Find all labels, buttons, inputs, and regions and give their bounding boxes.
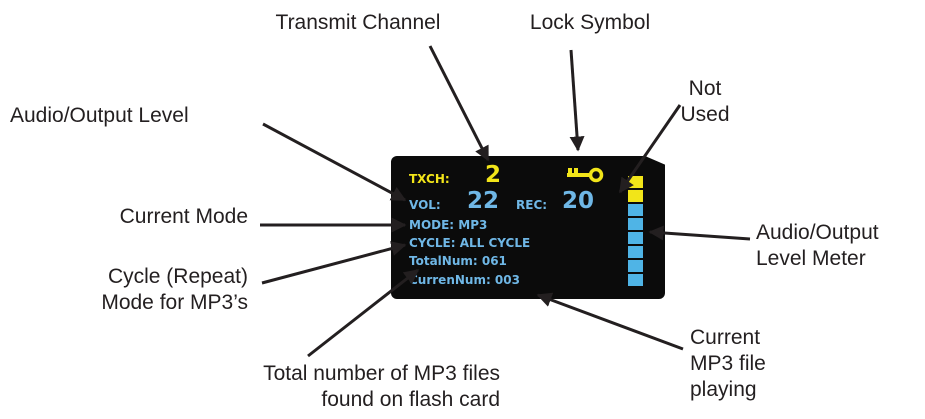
- callout-text: Current: [690, 326, 761, 349]
- arrow-transmit-channel: [428, 45, 490, 162]
- level-meter-segment: [628, 218, 643, 230]
- vol-label: VOL:: [409, 198, 441, 212]
- callout-text: Transmit Channel: [275, 11, 441, 34]
- callout-current-file: Current MP3 file playing: [690, 325, 820, 403]
- callout-text: Total number of MP3 files: [263, 362, 500, 385]
- callout-text: Audio/Output Level: [10, 104, 189, 127]
- callout-level-meter: Audio/Output Level Meter: [756, 220, 921, 272]
- callout-audio-output-level: Audio/Output Level: [10, 103, 270, 129]
- callout-text: Level Meter: [756, 247, 866, 270]
- level-meter-segment: [628, 204, 643, 216]
- cycle-line: CYCLE: ALL CYCLE: [409, 236, 531, 250]
- arrow-total-number: [307, 268, 420, 358]
- callout-text: MP3 file: [690, 352, 766, 375]
- arrow-current-file: [536, 292, 684, 351]
- mode-line: MODE: MP3: [409, 218, 488, 232]
- rec-label: REC:: [516, 198, 548, 212]
- arrow-level-meter: [648, 225, 751, 241]
- callout-text: Mode for MP3’s: [101, 291, 248, 314]
- arrow-not-used: [618, 104, 682, 194]
- level-meter-segment: [628, 260, 643, 272]
- callout-text: playing: [690, 378, 757, 401]
- arrow-lock-symbol: [569, 49, 585, 152]
- current-num-line: CurrenNum: 003: [409, 273, 520, 287]
- callout-text: Used: [680, 103, 730, 126]
- callout-text: Not: [688, 77, 722, 100]
- key-icon: [567, 167, 604, 183]
- txch-label: TXCH:: [409, 172, 450, 186]
- rec-value: 20: [562, 188, 595, 214]
- callout-current-mode: Current Mode: [10, 204, 248, 230]
- level-meter-segment: [628, 246, 643, 258]
- callout-text: found on flash card: [321, 388, 500, 411]
- level-meter-segment: [628, 274, 643, 286]
- vol-value: 22: [467, 188, 500, 214]
- txch-value: 2: [485, 162, 502, 188]
- callout-transmit-channel: Transmit Channel: [238, 10, 478, 36]
- callout-cycle-mode: Cycle (Repeat) Mode for MP3’s: [10, 264, 248, 316]
- total-num-line: TotalNum: 061: [409, 254, 507, 268]
- level-meter-segment: [628, 232, 643, 244]
- arrow-cycle-mode: [261, 241, 407, 285]
- callout-text: Lock Symbol: [529, 11, 651, 34]
- callout-text: Audio/Output: [756, 221, 879, 244]
- callout-not-used: Not Used: [660, 76, 750, 128]
- callout-text: Current Mode: [119, 205, 248, 228]
- callout-text: Cycle (Repeat): [107, 265, 248, 288]
- arrow-audio-output-level: [262, 122, 407, 202]
- callout-lock-symbol: Lock Symbol: [505, 10, 675, 36]
- callout-total-number: Total number of MP3 files found on flash…: [170, 361, 500, 413]
